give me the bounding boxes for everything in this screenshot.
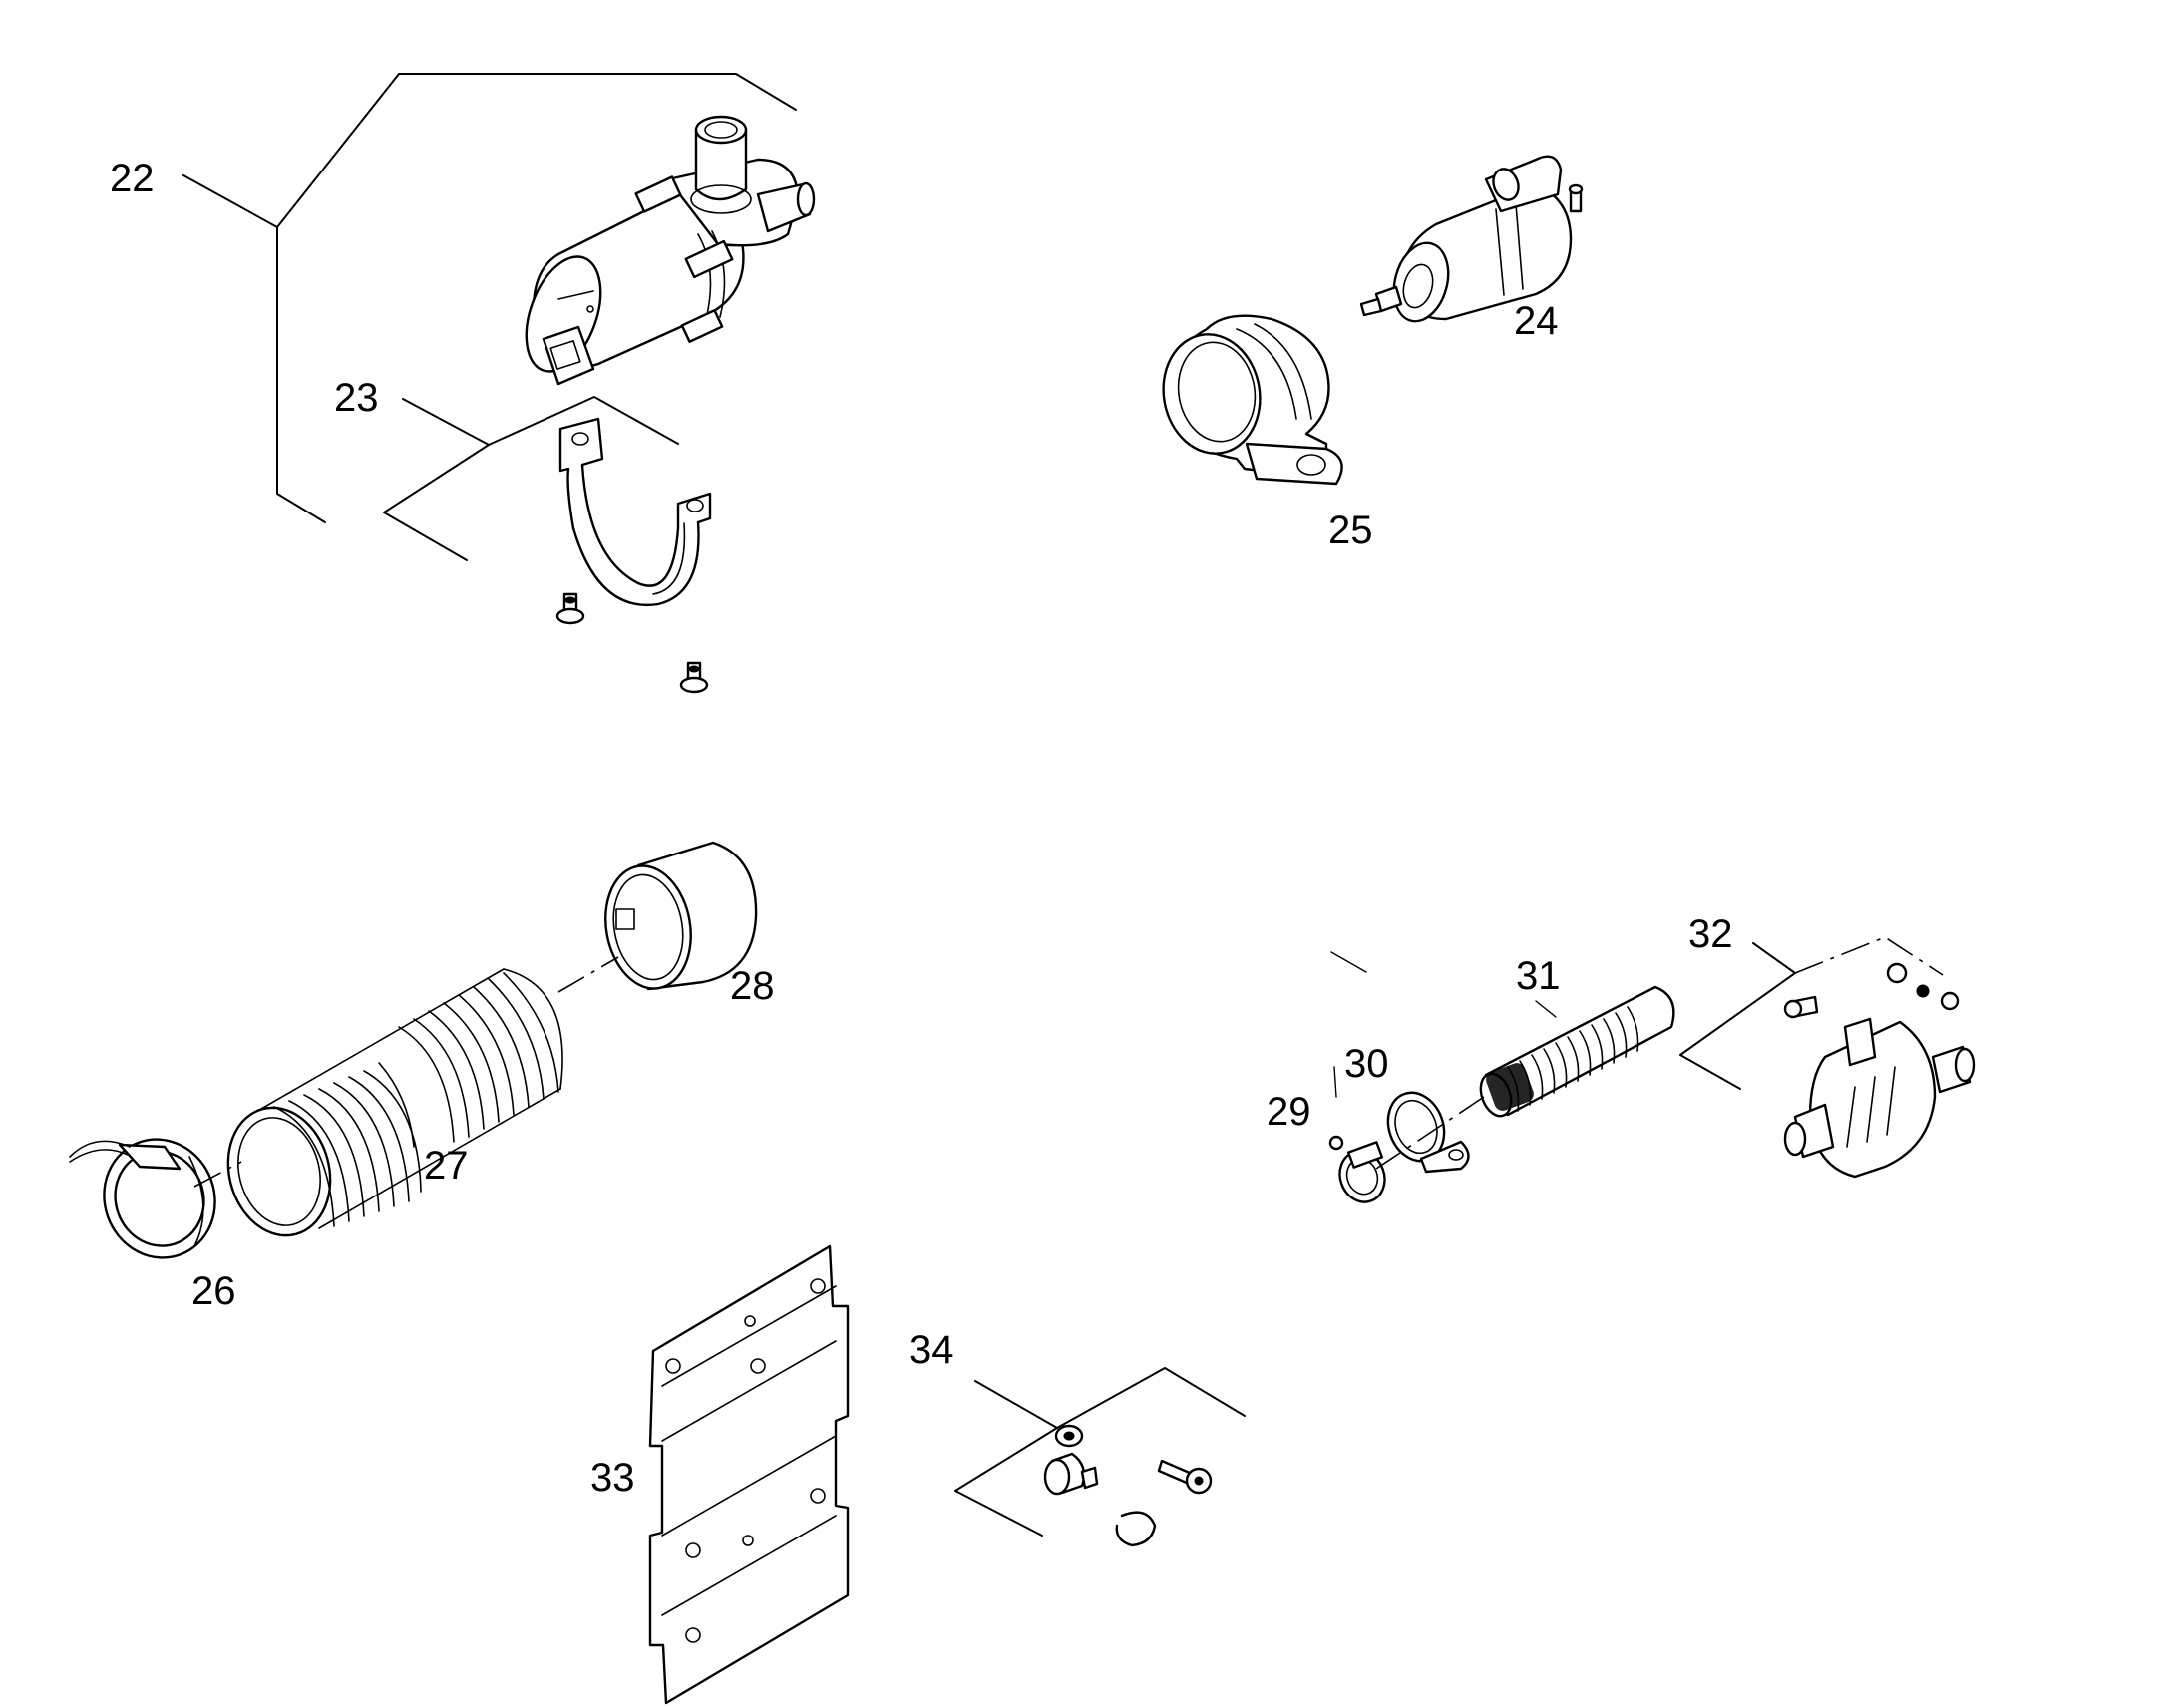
mounting-plate-part-33 <box>648 1244 850 1705</box>
silencer-part-32 <box>1783 1017 1976 1179</box>
callout-24: 24 <box>1514 299 1559 343</box>
callout-27: 27 <box>424 1144 469 1188</box>
callout-29: 29 <box>1267 1090 1311 1134</box>
hose-clamp-part-26 <box>69 1138 216 1259</box>
pump-holder-bracket-part-23 <box>558 417 712 607</box>
bracket-lines-34 <box>954 1367 1246 1537</box>
leader-lines <box>1330 951 1557 1098</box>
flex-exhaust-pipe-part-31 <box>1479 985 1675 1118</box>
callout-33: 33 <box>590 1456 635 1500</box>
callout-28: 28 <box>730 964 775 1008</box>
callout-23: 23 <box>334 376 379 420</box>
hose-clamp-part-29 <box>1328 1135 1386 1203</box>
callout-34: 34 <box>909 1328 954 1372</box>
callout-26: 26 <box>191 1269 236 1313</box>
callout-25: 25 <box>1328 509 1373 552</box>
water-pump-part-22 <box>525 115 816 386</box>
callout-32: 32 <box>1688 912 1733 956</box>
fastener-set-32 <box>1783 962 1960 1019</box>
air-hose-part-27 <box>226 968 563 1237</box>
callout-31: 31 <box>1516 954 1561 998</box>
callout-30: 30 <box>1344 1042 1389 1086</box>
axis-line-26-27 <box>193 1161 242 1188</box>
sleeve-part-28 <box>604 841 758 991</box>
axis-line-29-31 <box>1375 1096 1485 1170</box>
screw-part-23a <box>555 592 585 625</box>
bracket-lines-23 <box>383 396 679 561</box>
dosing-pump-part-24 <box>1359 155 1584 323</box>
bracket-lines-32 <box>1679 936 1944 1090</box>
fastener-set-part-34 <box>1043 1424 1213 1547</box>
bracket-lines-22 <box>182 73 797 523</box>
pipe-clip-part-30 <box>1386 1091 1470 1174</box>
callout-22: 22 <box>110 157 155 200</box>
screw-part-23b <box>679 661 709 694</box>
pump-holder-part-25 <box>1162 314 1343 486</box>
axis-line-27-28 <box>557 956 619 993</box>
